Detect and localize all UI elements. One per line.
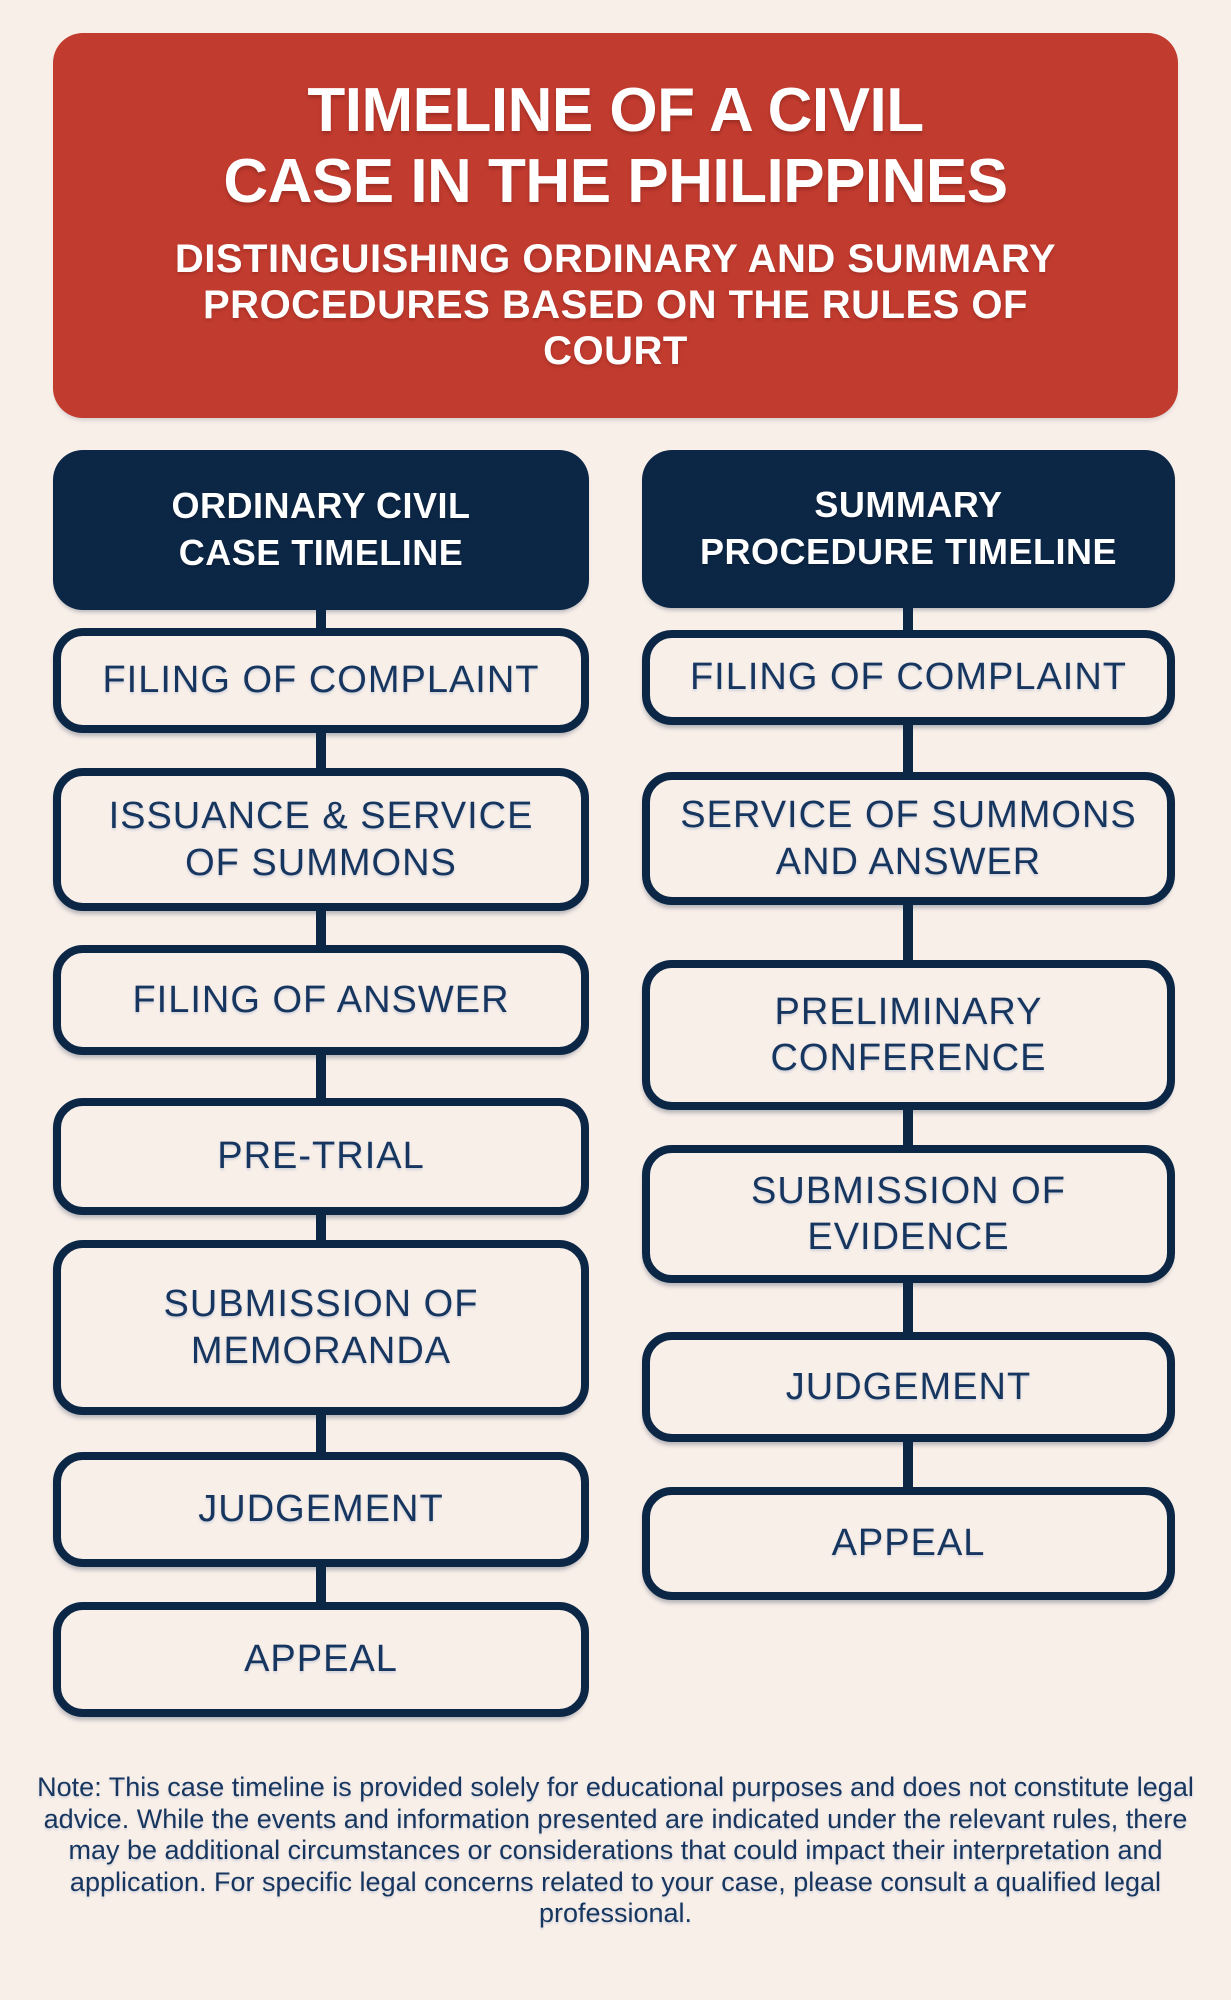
column-header-summary: SUMMARY PROCEDURE TIMELINE [642,450,1175,608]
connector [903,1437,913,1492]
connector [903,1105,913,1150]
title-banner: TIMELINE OF A CIVIL CASE IN THE PHILIPPI… [53,33,1178,418]
step-box-ordinary-appeal: APPEAL [53,1602,589,1717]
step-box-summary-filing-of-complaint: FILING OF COMPLAINT [642,630,1175,725]
connector [316,1050,326,1103]
step-box-ordinary-filing-of-complaint: FILING OF COMPLAINT [53,628,589,733]
connector [316,600,326,635]
page-subtitle: DISTINGUISHING ORDINARY AND SUMMARY PROC… [174,236,1057,374]
page-title: TIMELINE OF A CIVIL CASE IN THE PHILIPPI… [223,76,1008,216]
step-box-summary-service-of-summons-and-answer: SERVICE OF SUMMONS AND ANSWER [642,772,1175,905]
step-box-ordinary-pre-trial: PRE-TRIAL [53,1098,589,1215]
disclaimer-note: Note: This case timeline is provided sol… [37,1772,1194,1929]
connector [903,720,913,777]
connector [316,1410,326,1457]
step-box-summary-submission-of-evidence: SUBMISSION OF EVIDENCE [642,1145,1175,1283]
connector [903,900,913,965]
step-box-summary-preliminary-conference: PRELIMINARY CONFERENCE [642,960,1175,1110]
step-box-ordinary-submission-of-memoranda: SUBMISSION OF MEMORANDA [53,1240,589,1415]
step-box-ordinary-judgement: JUDGEMENT [53,1452,589,1567]
step-box-ordinary-issuance-service-of-summons: ISSUANCE & SERVICE OF SUMMONS [53,768,589,911]
step-box-summary-judgement: JUDGEMENT [642,1332,1175,1442]
connector [903,1278,913,1337]
connector [316,906,326,950]
connector [316,728,326,773]
connector [903,600,913,635]
connector [316,1562,326,1607]
step-box-summary-appeal: APPEAL [642,1487,1175,1600]
connector [316,1210,326,1245]
step-box-ordinary-filing-of-answer: FILING OF ANSWER [53,945,589,1055]
column-header-ordinary: ORDINARY CIVIL CASE TIMELINE [53,450,589,610]
